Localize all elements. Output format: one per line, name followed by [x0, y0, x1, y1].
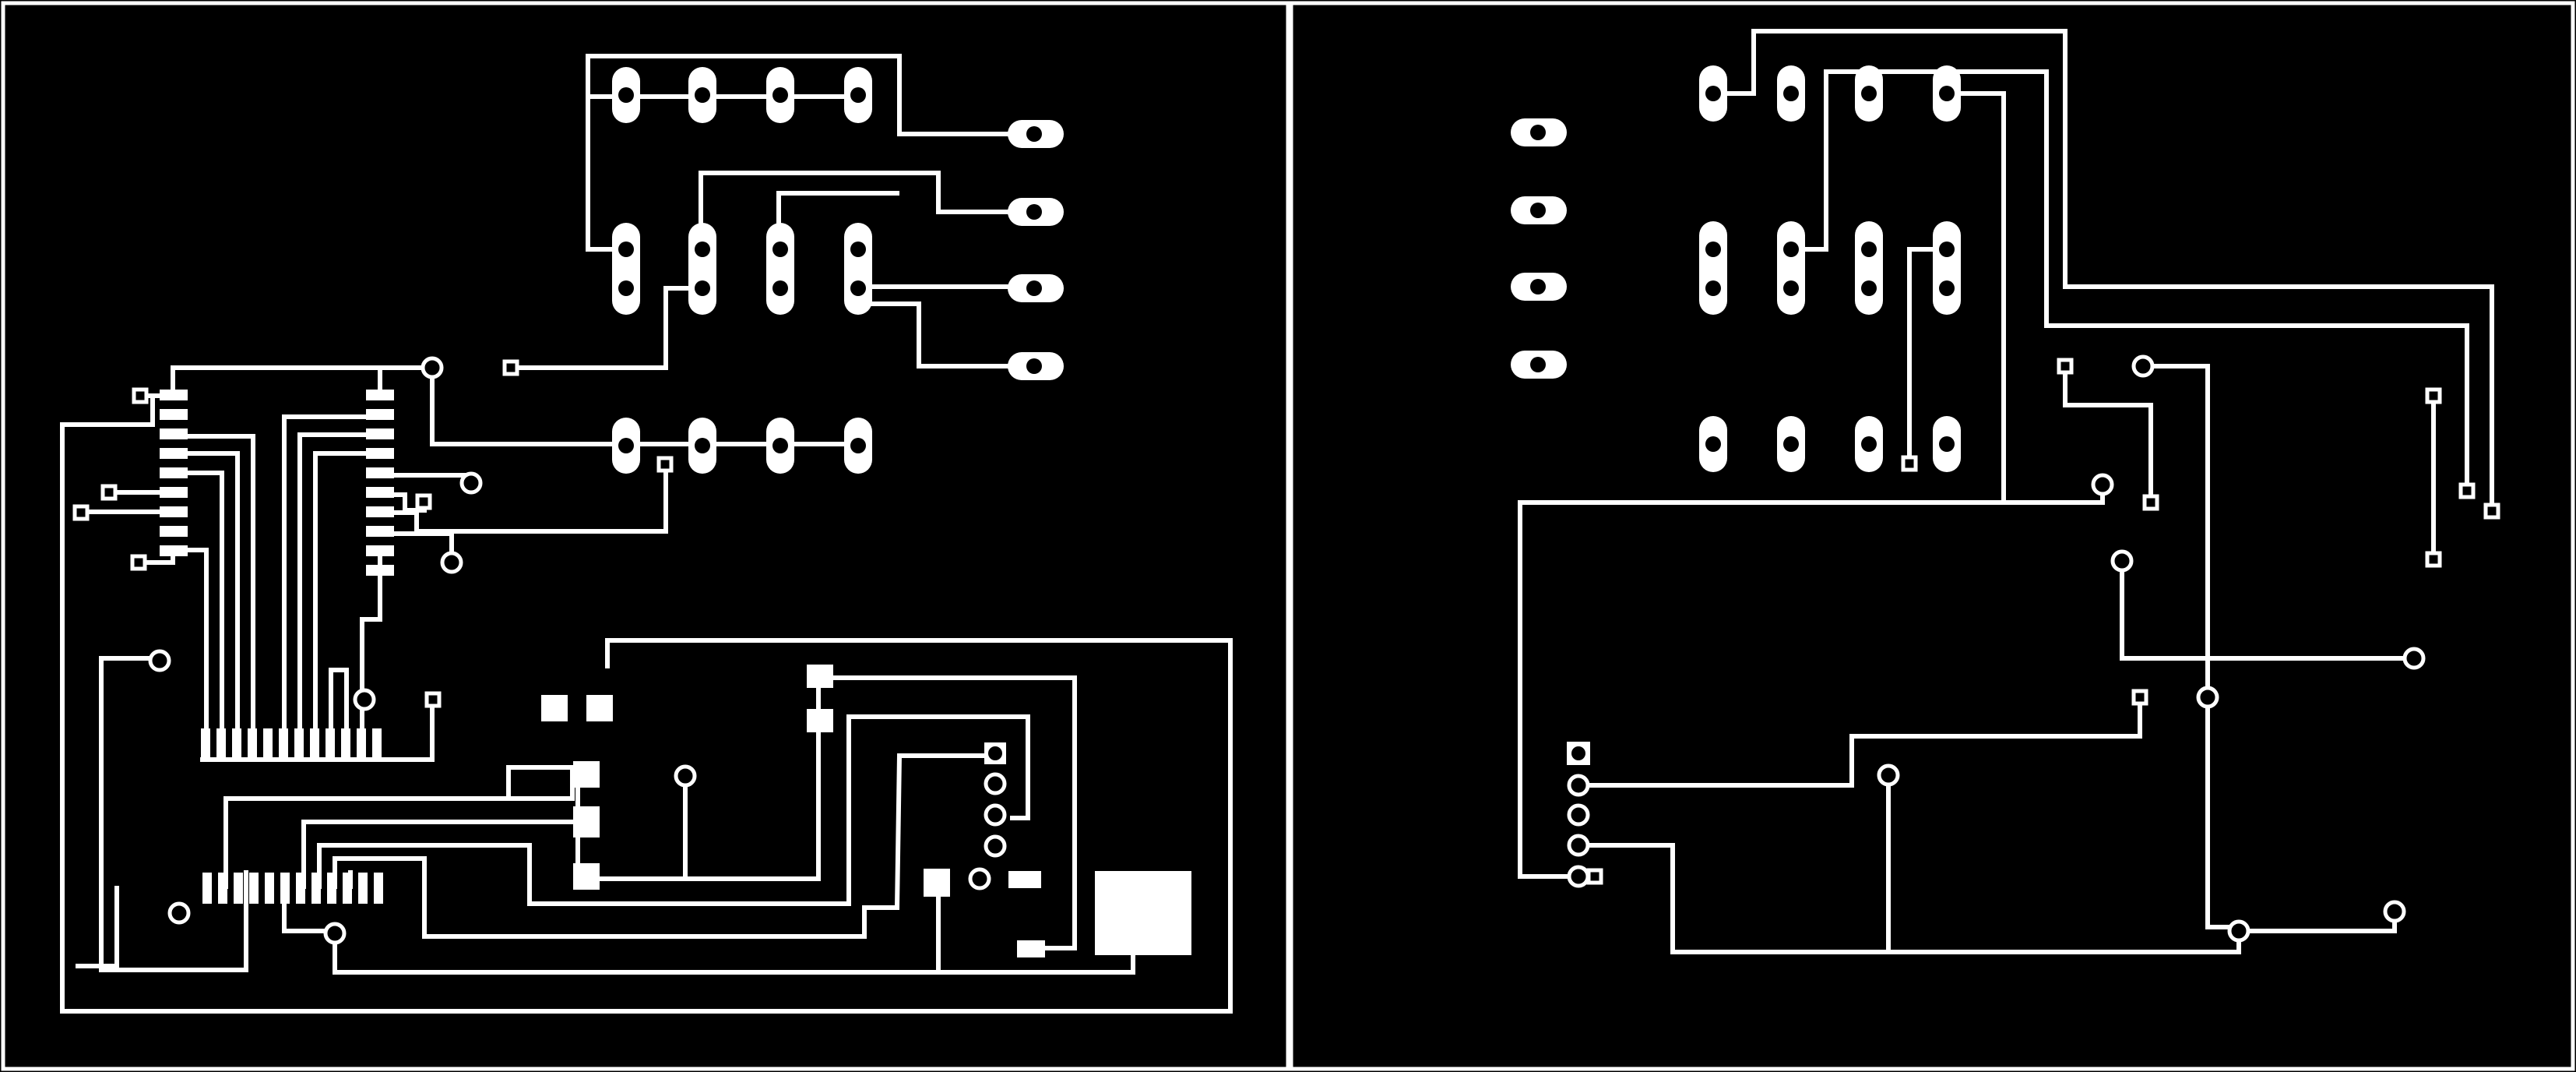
relay-pad: [766, 67, 794, 123]
relay-pad-double: [1699, 221, 1727, 315]
terminal-pad: [1008, 274, 1064, 302]
relay-pad: [844, 418, 872, 474]
top-relay-array: [612, 67, 1064, 474]
top-vias: [72, 356, 697, 945]
top-layer-board-outline: [1, 1, 1290, 1071]
relay-pad-double: [1933, 221, 1961, 315]
relay-pad: [1777, 65, 1805, 122]
relay-pad: [766, 418, 794, 474]
relay-pad-double: [1855, 221, 1883, 315]
relay-pad: [1777, 416, 1805, 472]
terminal-pad: [1008, 120, 1064, 148]
relay-pad-double: [688, 223, 716, 315]
terminal-pad: [1511, 118, 1567, 146]
top-layer-traces: [60, 54, 1233, 1014]
terminal-pad: [1511, 351, 1567, 379]
bottom-relay-array: [1699, 65, 1961, 472]
bottom-layer-panel: [1289, 1, 2575, 1071]
bottom-vias: [1877, 354, 2500, 943]
relay-pad: [1699, 416, 1727, 472]
relay-pad-double: [844, 223, 872, 315]
large-smd-pad: [1095, 871, 1191, 955]
terminal-pad: [1511, 196, 1567, 224]
top-layer-panel: [0, 0, 1290, 1072]
relay-pad: [688, 418, 716, 474]
mounting-pads: [1511, 118, 1567, 379]
relay-pad: [612, 418, 640, 474]
smd-pads: [541, 665, 1191, 957]
relay-pad: [1933, 416, 1961, 472]
relay-pad: [844, 67, 872, 123]
relay-pad-double: [766, 223, 794, 315]
relay-pad: [1933, 65, 1961, 122]
terminal-pad: [1008, 352, 1064, 380]
relay-pad: [1855, 416, 1883, 472]
pin-header-bottom: [1567, 742, 1603, 888]
bottom-layer-traces: [1518, 29, 2494, 954]
terminal-pad: [1008, 198, 1064, 226]
bottom-layer-board-outline: [1289, 1, 2575, 1071]
ic-chip: [160, 390, 394, 576]
relay-pad: [1855, 65, 1883, 122]
relay-pad-double: [612, 223, 640, 315]
relay-pad: [1699, 65, 1727, 122]
ic-bottom-row-upper: [201, 728, 382, 760]
terminal-pad: [1511, 273, 1567, 301]
relay-pad: [688, 67, 716, 123]
ic-bottom-row-lower: [202, 873, 383, 904]
pin-header-top: [968, 742, 1007, 890]
relay-pad: [612, 67, 640, 123]
relay-pad-double: [1777, 221, 1805, 315]
